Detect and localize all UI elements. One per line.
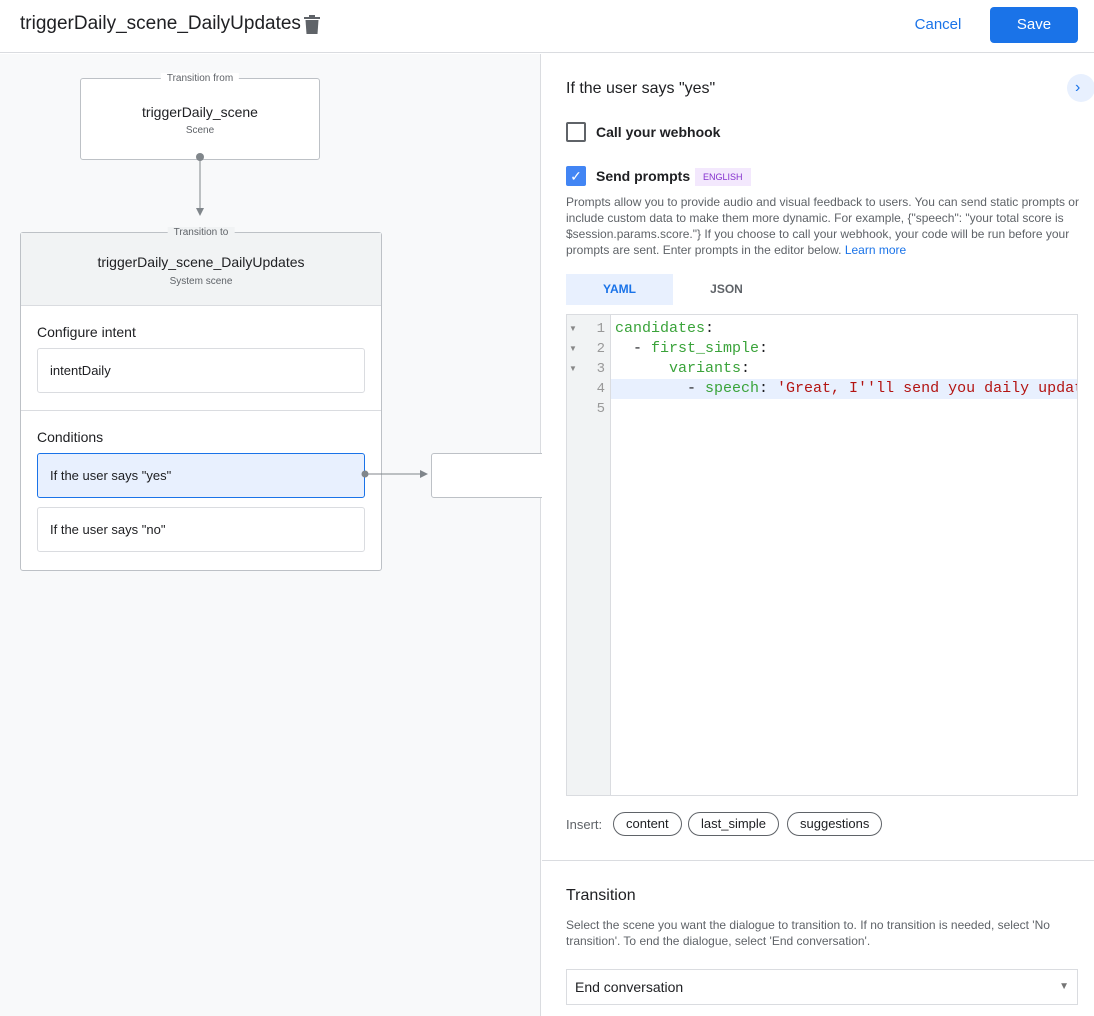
conditions-heading: Conditions	[37, 429, 104, 445]
insert-chip-suggestions[interactable]: suggestions	[787, 812, 883, 836]
webhook-checkbox[interactable]	[566, 122, 586, 142]
tab-json[interactable]: JSON	[710, 282, 743, 296]
transition-to-legend: Transition to	[167, 227, 235, 238]
prompts-checkbox[interactable]: ✓	[566, 166, 586, 186]
page-title: triggerDaily_scene_DailyUpdates	[20, 13, 301, 34]
condition-no[interactable]: If the user says "no"	[37, 507, 365, 552]
learn-more-link[interactable]: Learn more	[844, 243, 907, 257]
trash-icon[interactable]	[304, 15, 320, 34]
cancel-button[interactable]: Cancel	[904, 8, 972, 42]
line-number: 1	[596, 321, 605, 337]
save-button[interactable]: Save	[990, 7, 1078, 43]
fold-icon[interactable]: ▼	[569, 364, 577, 373]
prompts-description: Prompts allow you to provide audio and v…	[566, 195, 1079, 257]
transition-from-legend: Transition from	[160, 73, 240, 84]
line-number: 2	[596, 341, 605, 357]
transition-select[interactable]: End conversation ▼	[566, 969, 1078, 1005]
tab-yaml[interactable]: YAML	[566, 274, 673, 305]
from-scene-type: Scene	[185, 125, 215, 136]
from-scene-name: triggerDaily_scene	[142, 104, 258, 120]
transition-to-node: Transition to triggerDaily_scene_DailyUp…	[20, 227, 382, 571]
transition-heading: Transition	[566, 887, 636, 904]
condition-connector	[361, 470, 428, 478]
line-number: 3	[596, 361, 605, 377]
code-content: candidates: - first_simple: variants: - …	[615, 320, 1077, 397]
chevron-right-icon[interactable]: ›	[1067, 74, 1094, 102]
intent-item[interactable]: intentDaily	[37, 348, 365, 393]
to-scene-type: System scene	[169, 276, 233, 287]
transition-select-value: End conversation	[575, 979, 684, 995]
to-scene-name: triggerDaily_scene_DailyUpdates	[97, 254, 305, 270]
configure-intent-heading: Configure intent	[37, 324, 136, 340]
fold-icon[interactable]: ▼	[569, 344, 577, 353]
line-number: 5	[596, 401, 605, 417]
transition-from-node[interactable]: Transition from triggerDaily_scene Scene	[80, 73, 320, 160]
transition-description: Select the scene you want the dialogue t…	[566, 918, 1050, 948]
insert-label: Insert:	[566, 817, 603, 832]
fold-icon[interactable]: ▼	[569, 324, 577, 333]
connector-arrow	[196, 153, 204, 216]
scene-canvas: Transition from triggerDaily_scene Scene…	[0, 54, 551, 1016]
webhook-label: Call your webhook	[596, 124, 721, 140]
prompts-label: Send prompts	[596, 168, 691, 184]
panel-title: If the user says "yes"	[566, 80, 716, 97]
condition-panel: › If the user says "yes" Call your webho…	[542, 54, 1094, 1016]
header: triggerDaily_scene_DailyUpdates Cancel S…	[0, 0, 1094, 53]
condition-yes[interactable]: If the user says "yes"	[37, 453, 365, 498]
insert-chip-content[interactable]: content	[613, 812, 682, 836]
line-number: 4	[596, 381, 605, 397]
insert-chip-last-simple[interactable]: last_simple	[688, 812, 780, 836]
target-node[interactable]	[431, 453, 551, 498]
language-badge: ENGLISH	[695, 168, 751, 186]
dropdown-arrow-icon: ▼	[1059, 981, 1069, 992]
code-editor[interactable]: ▼ ▼ ▼ 1 2 3 4 5 candidates: - first_simp…	[566, 314, 1078, 796]
